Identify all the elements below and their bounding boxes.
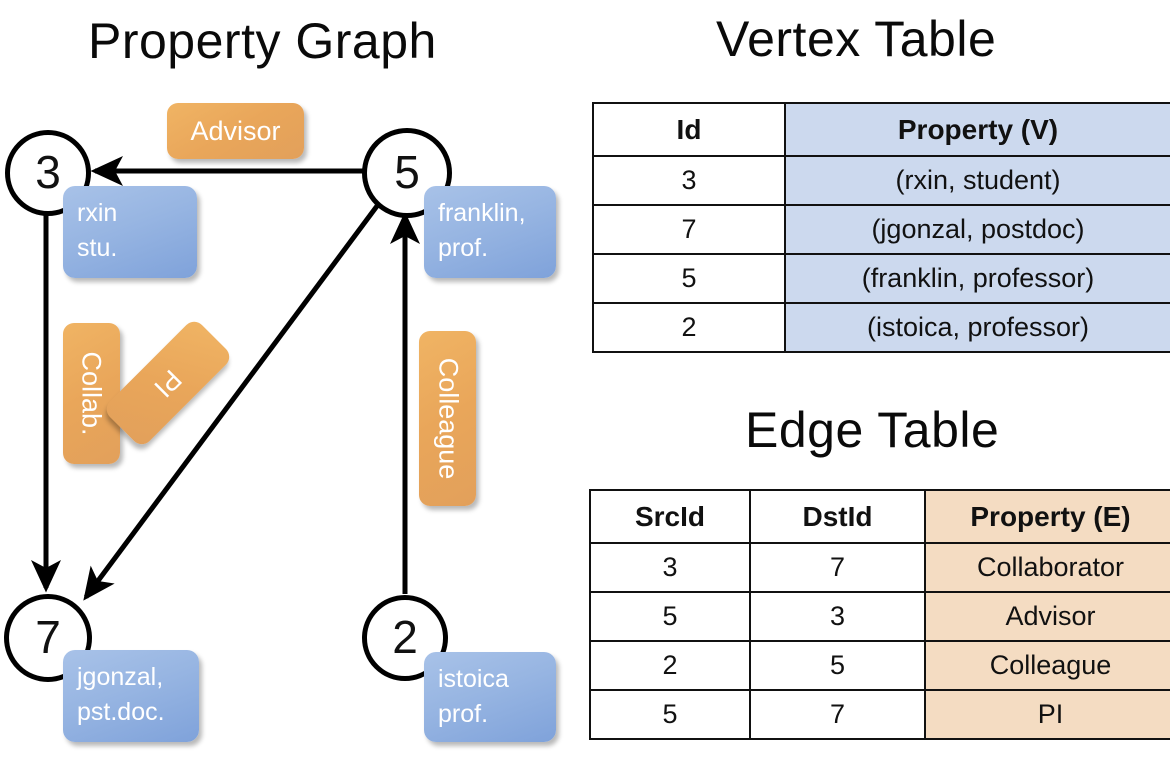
vertex-table-cell-property: (jgonzal, postdoc) — [784, 204, 1170, 255]
vertex-node-7-id: 7 — [35, 611, 61, 663]
vertex-table-cell-id: 7 — [592, 204, 786, 255]
edge-table-header-row: SrcId DstId Property (E) — [589, 489, 1170, 544]
vertex-table-header-row: Id Property (V) — [592, 102, 1170, 157]
vertex-node-3-id: 3 — [35, 146, 61, 198]
edge-table-cell-dstid: 5 — [749, 640, 926, 691]
edge-label-collab-text: Collab. — [77, 351, 108, 436]
edge-table-cell-property: Advisor — [924, 591, 1170, 642]
table-row[interactable]: 2 (istoica, professor) — [592, 302, 1170, 353]
page-title-property-graph: Property Graph — [88, 13, 437, 69]
edge-table-cell-property: Collaborator — [924, 542, 1170, 593]
vertex-property-box-2-name: istoica — [438, 665, 509, 693]
edge-table-cell-srcid: 3 — [589, 542, 751, 593]
vertex-property-box-2[interactable]: istoica prof. — [424, 652, 556, 742]
vertex-property-box-7[interactable]: jgonzal, pst.doc. — [63, 650, 199, 742]
vertex-property-box-3[interactable]: rxin stu. — [63, 186, 197, 278]
edge-line-pi — [83, 204, 380, 601]
graph-edge-lines — [31, 156, 420, 601]
section-title-edge-table: Edge Table — [745, 402, 1000, 458]
vertex-property-box-3-role: stu. — [77, 233, 118, 262]
vertex-node-2[interactable]: 2 — [362, 595, 448, 681]
vertex-table-cell-id: 5 — [592, 253, 786, 304]
vertex-property-box-5-role: prof. — [438, 233, 489, 262]
table-row[interactable]: 5 (franklin, professor) — [592, 253, 1170, 304]
edge-table-header-property: Property (E) — [924, 489, 1170, 544]
table-row[interactable]: 3 7 Collaborator — [589, 542, 1170, 593]
edge-table: SrcId DstId Property (E) 3 7 Collaborato… — [589, 489, 1170, 740]
table-row[interactable]: 5 3 Advisor — [589, 591, 1170, 642]
edge-table-cell-property: PI — [924, 689, 1170, 740]
section-title-vertex-table: Vertex Table — [716, 11, 997, 67]
vertex-property-box-3-name: rxin — [77, 199, 118, 227]
table-row[interactable]: 5 7 PI — [589, 689, 1170, 740]
vertex-property-box-7-name: jgonzal, — [77, 663, 164, 691]
vertex-table-cell-id: 3 — [592, 155, 786, 206]
vertex-property-box-5[interactable]: franklin, prof. — [424, 186, 556, 278]
vertex-node-2-id: 2 — [392, 611, 418, 663]
edge-table-cell-property: Colleague — [924, 640, 1170, 691]
vertex-property-box-7-role: pst.doc. — [77, 697, 165, 726]
vertex-table-header-property: Property (V) — [784, 102, 1170, 157]
edge-table-header-srcid: SrcId — [589, 489, 751, 544]
edge-table-cell-dstid: 3 — [749, 591, 926, 642]
edge-table-header-dstid: DstId — [749, 489, 926, 544]
table-row[interactable]: 3 (rxin, student) — [592, 155, 1170, 206]
vertex-table-cell-property: (istoica, professor) — [784, 302, 1170, 353]
vertex-table-cell-property: (rxin, student) — [784, 155, 1170, 206]
vertex-table-header-id: Id — [592, 102, 786, 157]
table-row[interactable]: 2 5 Colleague — [589, 640, 1170, 691]
edge-label-collab[interactable]: Collab. — [63, 323, 120, 464]
edge-table-cell-dstid: 7 — [749, 689, 926, 740]
edge-label-advisor[interactable]: Advisor — [167, 103, 304, 159]
edge-table-cell-srcid: 2 — [589, 640, 751, 691]
vertex-table-cell-id: 2 — [592, 302, 786, 353]
edge-label-colleague[interactable]: Colleague — [419, 331, 476, 506]
vertex-property-box-5-name: franklin, — [438, 199, 526, 227]
edge-table-cell-srcid: 5 — [589, 689, 751, 740]
vertex-table-cell-property: (franklin, professor) — [784, 253, 1170, 304]
edge-label-colleague-text: Colleague — [433, 357, 463, 480]
edge-label-advisor-text: Advisor — [190, 115, 281, 146]
edge-label-pi-text: PI — [148, 363, 188, 403]
vertex-node-5-id: 5 — [394, 146, 420, 198]
vertex-property-box-2-role: prof. — [438, 699, 489, 728]
edge-table-cell-srcid: 5 — [589, 591, 751, 642]
vertex-table: Id Property (V) 3 (rxin, student) 7 (jgo… — [592, 102, 1170, 353]
table-row[interactable]: 7 (jgonzal, postdoc) — [592, 204, 1170, 255]
edge-table-cell-dstid: 7 — [749, 542, 926, 593]
property-graph-diagram: 3 5 7 2 rxin stu. franklin, prof. jgonza… — [4, 103, 556, 742]
